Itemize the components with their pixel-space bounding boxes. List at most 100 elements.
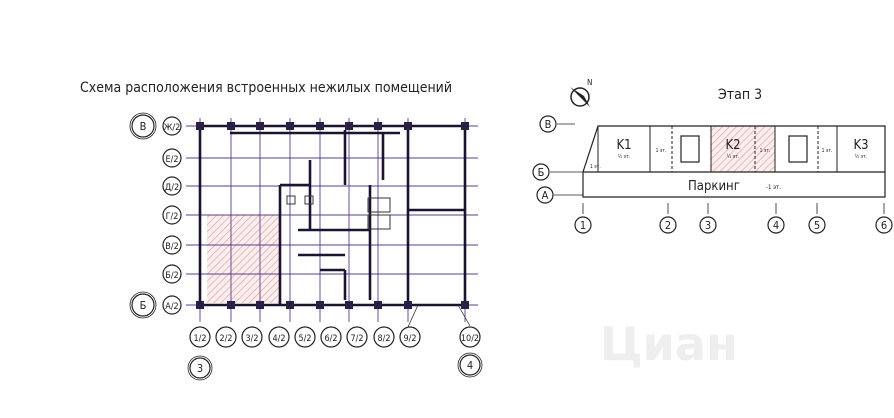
svg-text:4/2: 4/2 — [272, 334, 285, 344]
stage-column-axis-bubble: 6 — [875, 216, 893, 234]
unit-K2: K2½ эт. — [725, 138, 740, 160]
column — [227, 122, 235, 130]
column — [404, 301, 412, 309]
row-axis-bubble: Е/2 — [162, 148, 182, 168]
stage-column-axis-bubble: 4 — [767, 216, 785, 234]
stage-row-axis-bubble: В — [539, 115, 557, 133]
svg-text:3/2: 3/2 — [245, 334, 258, 344]
svg-text:½ эт.: ½ эт. — [727, 153, 739, 160]
svg-text:5: 5 — [814, 219, 820, 232]
svg-text:N: N — [587, 78, 592, 87]
svg-text:Ж/2: Ж/2 — [164, 123, 181, 133]
stage-column-axis-bubble: 5 — [808, 216, 826, 234]
column-axis-bubble: 2/2 — [215, 326, 237, 348]
stair-block — [680, 135, 700, 163]
stage-row-axis-bubble: А — [536, 186, 554, 204]
column — [345, 122, 353, 130]
column-axis-bubble: 1/2 — [189, 326, 211, 348]
svg-text:Б/2: Б/2 — [165, 271, 178, 281]
column-axis-bubble: 9/2 — [399, 326, 421, 348]
svg-text:2: 2 — [665, 219, 671, 232]
stage-column-axis-bubble: 1 — [574, 216, 592, 234]
svg-text:5/2: 5/2 — [298, 334, 311, 344]
column — [374, 122, 382, 130]
svg-text:1 эт.: 1 эт. — [822, 148, 833, 154]
svg-text:7/2: 7/2 — [350, 334, 363, 344]
column — [286, 301, 294, 309]
svg-text:Б: Б — [538, 166, 545, 179]
column — [286, 122, 294, 130]
column-axis-bubble: 3/2 — [241, 326, 263, 348]
main-column-axis-bubble: 3 — [187, 355, 213, 381]
svg-text:2/2: 2/2 — [219, 334, 232, 344]
unit-K3: K3½ эт. — [853, 138, 868, 160]
shaft — [286, 195, 296, 205]
shaft — [367, 214, 391, 230]
row-axis-bubble: Г/2 — [162, 205, 182, 225]
stage-column-axis-bubble: 3 — [699, 216, 717, 234]
column-axis-bubble: 7/2 — [346, 326, 368, 348]
unit-section-3: 1 эт. — [760, 148, 771, 154]
svg-text:А: А — [542, 189, 549, 202]
stage-row-axis-bubble: Б — [532, 163, 550, 181]
svg-text:1 эт.: 1 эт. — [656, 148, 667, 154]
column — [461, 122, 469, 130]
parking-label: Паркинг — [688, 179, 740, 194]
column — [374, 301, 382, 309]
column — [256, 301, 264, 309]
svg-text:3: 3 — [705, 219, 711, 232]
row-axis-bubble: Б/2 — [162, 264, 182, 284]
corner-label: 1 эт. — [590, 164, 601, 170]
row-axis-bubble: Ж/2 — [162, 116, 182, 136]
svg-text:K2: K2 — [725, 138, 740, 153]
stage-column-axis-bubble: 2 — [659, 216, 677, 234]
plan-title: Схема расположения встроенных нежилых по… — [80, 80, 452, 96]
main-row-axis-bubble: Б — [129, 291, 157, 319]
column — [345, 301, 353, 309]
svg-text:1: 1 — [580, 219, 586, 232]
main-column-axis-bubble: 4 — [457, 352, 483, 378]
column — [227, 301, 235, 309]
svg-text:8/2: 8/2 — [377, 334, 390, 344]
svg-text:Е/2: Е/2 — [166, 155, 179, 165]
svg-text:K3: K3 — [853, 138, 868, 153]
column — [316, 122, 324, 130]
svg-text:6: 6 — [881, 219, 887, 232]
column-axis-bubble: 8/2 — [373, 326, 395, 348]
svg-text:1/2: 1/2 — [193, 334, 206, 344]
row-axis-bubble: А/2 — [162, 295, 182, 315]
column-axis-bubble: 10/2 — [459, 326, 481, 348]
row-axis-bubble: Д/2 — [162, 176, 182, 196]
svg-text:½ эт.: ½ эт. — [618, 153, 630, 160]
unit-K1: K1½ эт. — [616, 138, 631, 160]
column-axis-bubble: 5/2 — [294, 326, 316, 348]
column — [256, 122, 264, 130]
svg-text:10/2: 10/2 — [461, 334, 479, 344]
unit-section-4: 1 эт. — [822, 148, 833, 154]
svg-text:4: 4 — [467, 359, 473, 372]
svg-text:Б: Б — [140, 299, 147, 312]
svg-text:9/2: 9/2 — [403, 334, 416, 344]
stair-block — [788, 135, 808, 163]
svg-text:4: 4 — [773, 219, 779, 232]
svg-text:Г/2: Г/2 — [166, 212, 179, 222]
svg-text:А/2: А/2 — [165, 302, 178, 312]
highlighted-premises — [207, 215, 279, 303]
shaft — [367, 197, 391, 213]
shaft — [304, 195, 314, 205]
unit-section-1: 1 эт. — [656, 148, 667, 154]
svg-text:В/2: В/2 — [165, 242, 178, 252]
north-arrow-icon: N — [570, 78, 592, 107]
stage-title: Этап 3 — [718, 87, 762, 103]
svg-text:6/2: 6/2 — [324, 334, 337, 344]
row-axis-bubble: В/2 — [162, 235, 182, 255]
main-row-axis-bubble: В — [129, 112, 157, 140]
parking-floors: -1 эт. — [766, 184, 781, 191]
svg-text:½ эт.: ½ эт. — [855, 153, 867, 160]
column — [461, 301, 469, 309]
svg-text:K1: K1 — [616, 138, 631, 153]
svg-text:3: 3 — [197, 362, 203, 375]
svg-text:В: В — [140, 120, 147, 133]
column-axis-bubble: 4/2 — [268, 326, 290, 348]
